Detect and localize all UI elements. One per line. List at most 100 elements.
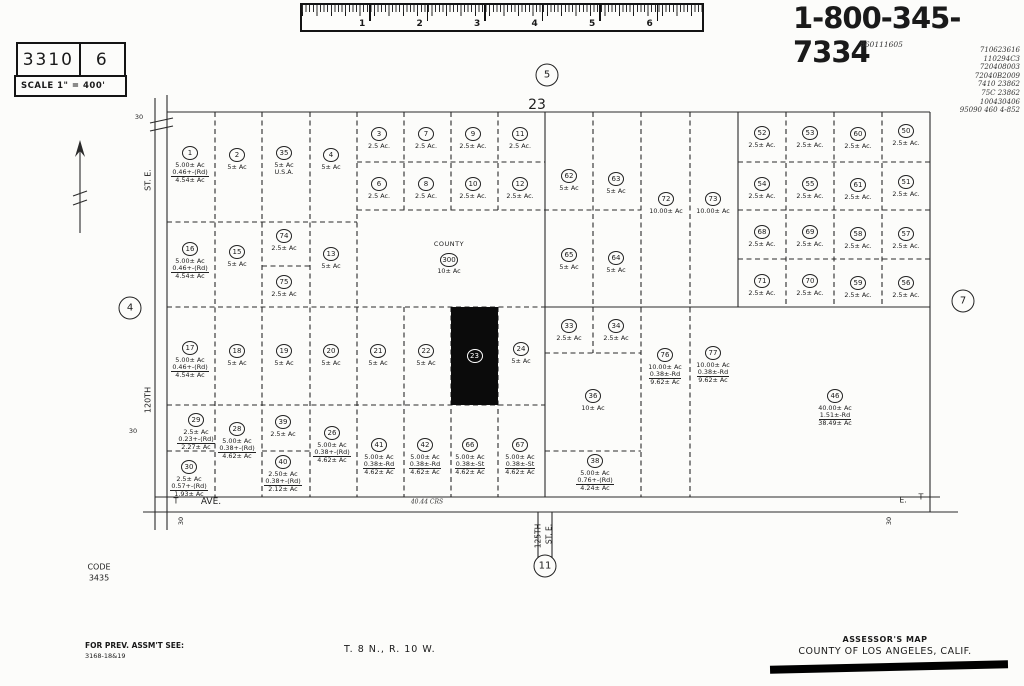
- parcel-acreage: 2.5± Ac: [237, 430, 329, 438]
- parcel-number: 55: [802, 177, 818, 191]
- map-page-number: 6: [95, 49, 109, 70]
- parcel-acreage: 2.5± Ac.: [860, 291, 952, 299]
- parcel-acreage-line: 0.23+-(Rd): [177, 434, 215, 445]
- parcel-acreage: 2.5± Ac.: [764, 192, 856, 200]
- parcel-acreage: 5± Ac: [570, 186, 662, 195]
- parcel-acreage-line: 2.5± Ac.: [844, 241, 872, 250]
- parcel-acreage: 2.5± Ac: [570, 334, 662, 342]
- parcel-number: 41: [371, 438, 387, 452]
- parcel-acreage-line: 0.38+-(Rd): [218, 443, 256, 454]
- parcel-acreage-line: 5.00± Ac: [364, 452, 394, 461]
- parcel-number: 58: [850, 227, 866, 241]
- parcel-acreage-line: 5± Ac: [606, 186, 626, 195]
- parcel-acreage: 2.5± Ac: [238, 244, 330, 252]
- ruler-inch-number: 5: [589, 19, 596, 29]
- parcel-acreage-line: 2.5± Ac.: [844, 141, 872, 150]
- parcel-acreage: 2.5 Ac.: [380, 192, 472, 200]
- assessor-title-block: ASSESSOR'S MAP COUNTY OF LOS ANGELES, CA…: [760, 635, 1010, 657]
- ruler-inch-number: 3: [474, 19, 481, 29]
- parcel-number: 74: [276, 229, 292, 243]
- parcel-acreage: 5± Ac: [285, 261, 377, 270]
- parcel-number: 21: [370, 344, 386, 358]
- parcel-acreage-line: 4.62± Ac: [364, 468, 394, 477]
- ruler-inch-mark: [599, 5, 601, 21]
- map-label: 3435: [88, 573, 110, 583]
- parcel-number: 68: [754, 225, 770, 239]
- parcel-acreage: 10.00± Ac: [620, 207, 712, 215]
- parcel-acreage-line: 38.49± Ac: [818, 419, 852, 428]
- map-boundary-line: [72, 190, 88, 197]
- parcel-acreage-line: 10± Ac: [437, 267, 461, 275]
- parcel-number: 30: [181, 460, 197, 474]
- adjacent-section-7: 7: [951, 289, 975, 313]
- parcel-acreage-line: 5± Ac: [416, 358, 436, 367]
- parcel-number: 54: [754, 177, 770, 191]
- parcel-number: 50: [898, 124, 914, 138]
- parcel-acreage-line: 0.46+-(Rd): [171, 167, 209, 178]
- parcel-acreage-line: 2.27± Ac: [181, 443, 211, 452]
- parcel-acreage: 5± Ac: [523, 263, 615, 271]
- parcel-number: 23: [466, 349, 483, 363]
- map-label: CODE: [87, 562, 111, 572]
- map-label: T: [918, 492, 924, 502]
- parcel-acreage: 10± Ac: [403, 267, 495, 275]
- parcel-acreage-line: 5± Ac: [321, 261, 341, 270]
- parcel-number: 17: [182, 341, 198, 355]
- parcel-number: 4: [323, 148, 339, 162]
- parcel-acreage: 2.5± Ac.: [474, 192, 566, 200]
- parcel-acreage-line: 4.54± Ac: [175, 176, 205, 185]
- parcel-acreage: 2.5 Ac.: [333, 142, 425, 150]
- parcel-number: 15: [229, 245, 245, 259]
- parcel-acreage-line: 2.5± Ac.: [796, 239, 824, 248]
- parcel-number: 35: [276, 146, 292, 160]
- parcel-acreage-line: 0.76+-(Rd): [576, 475, 614, 486]
- parcel-acreage-line: 0.57+-(Rd): [170, 481, 208, 492]
- parcel-acreage-line: 2.5± Ac: [183, 427, 209, 436]
- parcel-number: 56: [898, 276, 914, 290]
- parcel-acreage-line: 2.5± Ac.: [892, 189, 920, 198]
- map-book-number: 3310: [18, 44, 81, 75]
- parcel-acreage: 2.5± Ac.: [427, 192, 519, 200]
- handwritten-entry: 7410 23862: [977, 80, 1020, 89]
- parcel-number: 7: [418, 127, 434, 141]
- ruler-inch-mark: [484, 5, 486, 21]
- parcel-number: 38: [587, 454, 603, 468]
- map-label: 30: [134, 113, 144, 121]
- parcel-acreage: 2.5 Ac.: [474, 142, 566, 150]
- parcel-number: 73: [705, 192, 721, 206]
- map-label: 23: [528, 97, 546, 113]
- parcel-acreage: 2.5 Ac.: [333, 192, 425, 200]
- ruler-inch-mark: [426, 5, 428, 21]
- parcel-number: 29: [188, 413, 204, 427]
- map-label: T: [173, 496, 179, 506]
- parcel-acreage: 5± Ac: [285, 163, 377, 171]
